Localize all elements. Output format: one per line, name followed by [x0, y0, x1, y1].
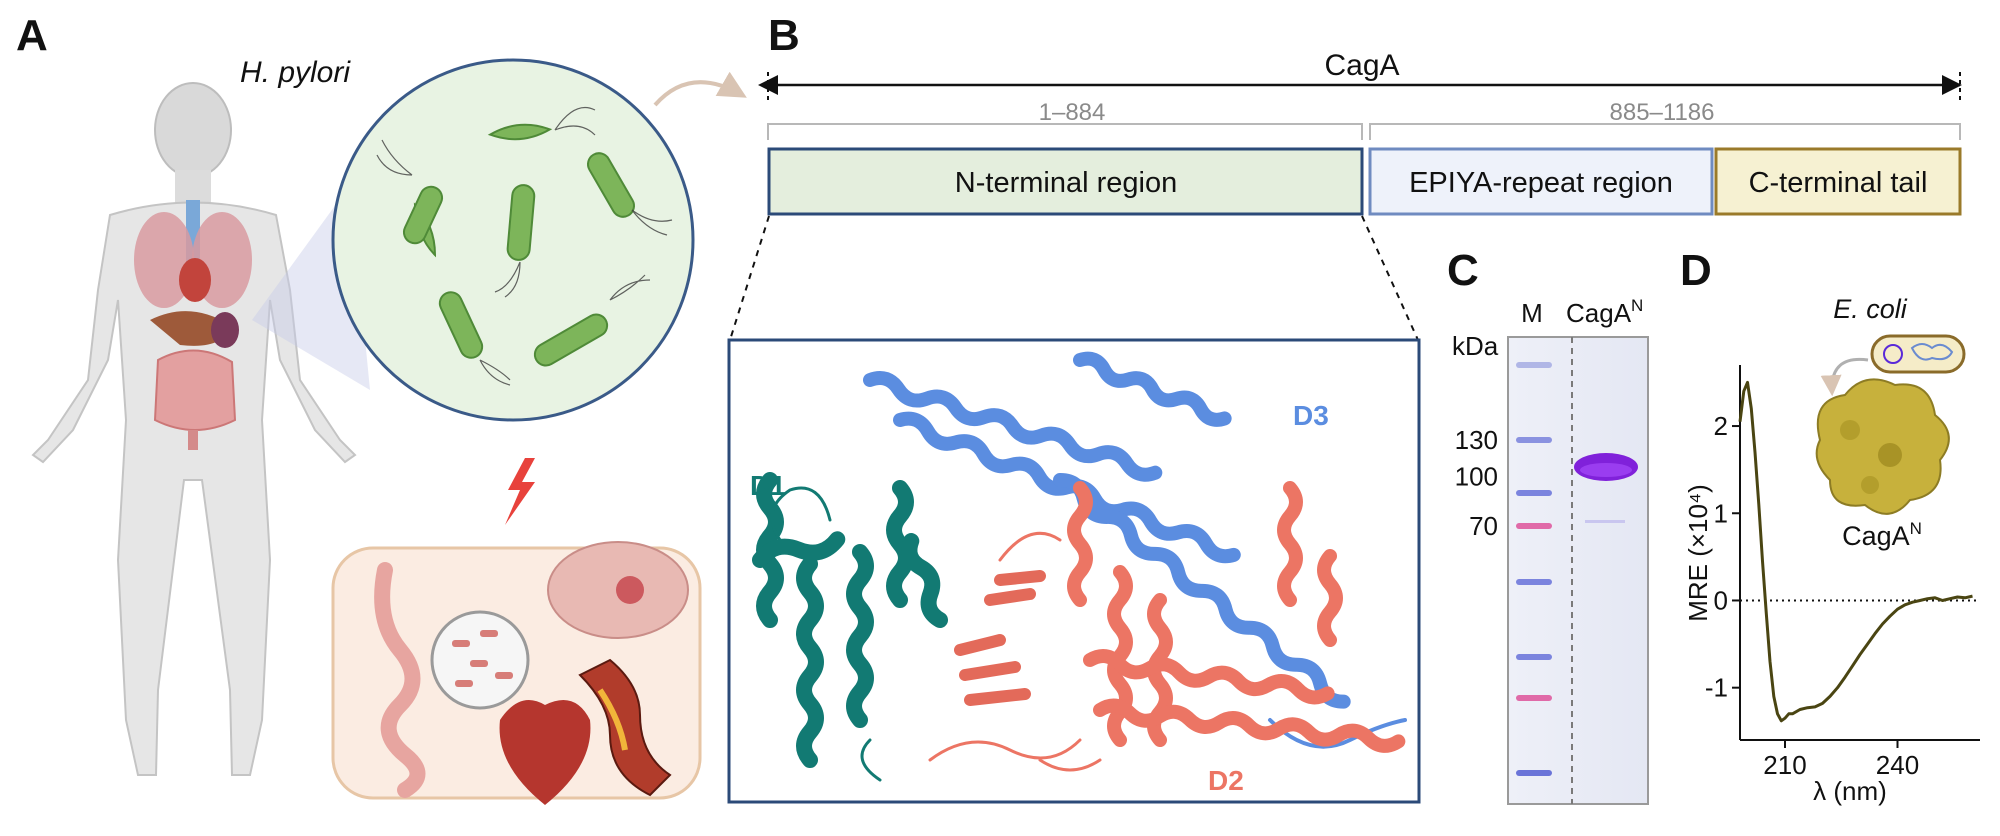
zoom-line-right — [1361, 215, 1419, 341]
panel-label-d: D — [1680, 246, 1712, 295]
ladder-band — [1516, 523, 1552, 529]
y-tick-label: 2 — [1714, 411, 1728, 441]
organism-label: H. pylori — [240, 56, 351, 89]
marker-label: 70 — [1469, 511, 1498, 541]
range-bracket-c — [1369, 123, 1961, 140]
cd-spectrum-line — [1738, 380, 1973, 723]
panel-label-a: A — [16, 11, 48, 60]
cd-xlabel: λ (nm) — [1813, 776, 1887, 806]
cagan-band-core — [1580, 463, 1632, 477]
epiya-label: EPIYA-repeat region — [1409, 167, 1673, 199]
ladder-band — [1516, 654, 1552, 660]
n-terminal-box — [767, 147, 1364, 216]
gel — [1507, 336, 1649, 805]
range-bracket-n — [767, 123, 1363, 140]
host-label: E. coli — [1833, 294, 1908, 324]
lane-label-marker: M — [1521, 298, 1543, 328]
ladder-band — [1516, 362, 1552, 368]
expression-arrow — [1820, 357, 1869, 397]
cd-ylabel: MRE (×10⁴) — [1683, 484, 1713, 622]
ladder-band — [1516, 490, 1552, 496]
protein-title: CagA — [1324, 49, 1399, 82]
y-tick-label: 0 — [1714, 585, 1728, 615]
y-tick-label: -1 — [1705, 673, 1728, 703]
x-tick-label: 240 — [1876, 750, 1919, 780]
epiya-box — [1368, 147, 1714, 216]
cagan-label: CagAN — [1842, 519, 1922, 551]
n-terminal-label: N-terminal region — [955, 167, 1177, 199]
mw-unit: kDa — [1452, 331, 1499, 361]
range-label-n: 1–884 — [1039, 99, 1106, 126]
domain-label-d1: D1 — [750, 470, 786, 501]
cagan-surface-icon — [1815, 378, 1950, 515]
lane-label-sample: CagAN — [1566, 296, 1643, 328]
internal-organs — [134, 200, 252, 450]
ladder-band — [1516, 695, 1552, 701]
domain-label-d2: D2 — [1208, 765, 1244, 796]
zoom-line-left — [729, 215, 770, 341]
domain-label-d3: D3 — [1293, 400, 1329, 431]
plasmid-icon — [1883, 344, 1903, 364]
dna-icon — [1910, 343, 1954, 361]
c-tail-box — [1714, 147, 1962, 216]
bacteria-group — [402, 123, 635, 367]
ladder-band — [1516, 770, 1552, 776]
protein-structure — [752, 351, 1407, 782]
flagella — [376, 106, 673, 386]
marker-label: 130 — [1455, 425, 1498, 455]
x-tick-label: 210 — [1763, 750, 1806, 780]
marker-lane — [1516, 362, 1552, 776]
y-tick-label: 1 — [1714, 498, 1728, 528]
link-arrow — [653, 71, 747, 107]
panel-label-c: C — [1447, 246, 1479, 295]
disease-illustrations — [374, 541, 689, 805]
range-label-c: 885–1186 — [1610, 99, 1715, 126]
faint-band — [1585, 520, 1625, 523]
ladder-band — [1516, 579, 1552, 585]
marker-label: 100 — [1455, 461, 1498, 491]
c-tail-label: C-terminal tail — [1749, 167, 1928, 199]
panel-label-b: B — [768, 11, 800, 60]
lightning-icon — [505, 458, 535, 525]
ladder-band — [1516, 437, 1552, 443]
